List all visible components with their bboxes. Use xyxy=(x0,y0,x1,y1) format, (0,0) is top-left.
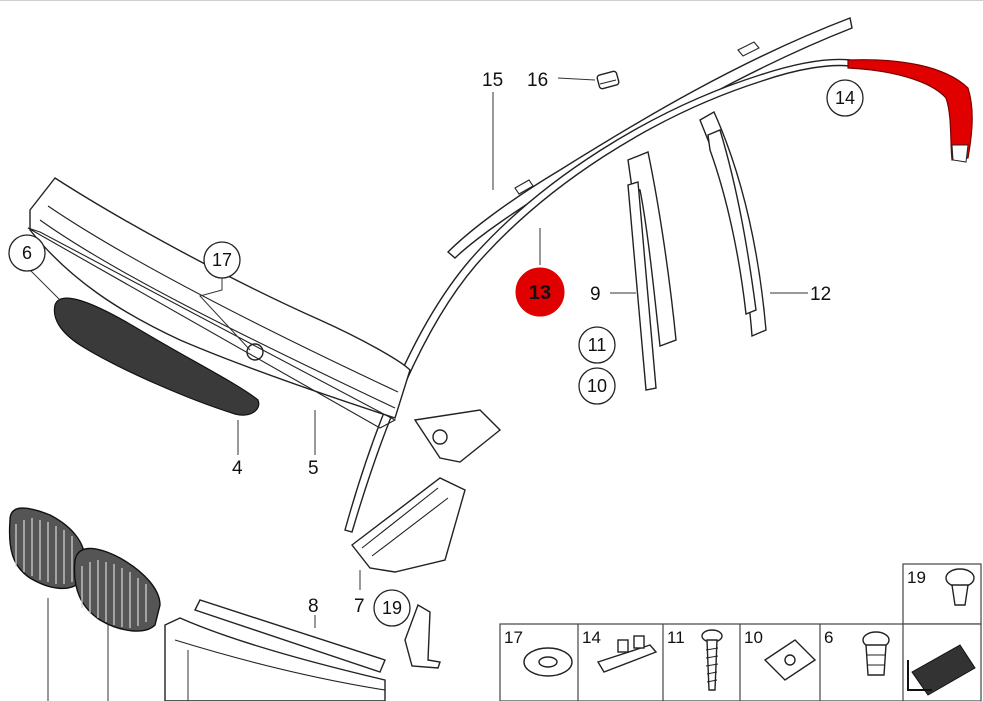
legend-box-19[interactable]: 19 xyxy=(902,563,982,625)
pillar-trim-12[interactable] xyxy=(699,111,767,338)
highlighted-trim-end-14[interactable] xyxy=(847,59,973,163)
callout-13-highlighted[interactable]: 13 xyxy=(515,267,565,317)
callout-10-text: 10 xyxy=(587,376,607,396)
cowl-panel-5[interactable] xyxy=(27,177,411,429)
kidney-grille-right[interactable] xyxy=(73,547,161,632)
direction-arrow-box xyxy=(907,644,976,696)
legend-6-text: 6 xyxy=(824,628,833,647)
callout-6-text: 6 xyxy=(22,243,32,263)
kidney-grille-left[interactable] xyxy=(8,507,86,589)
legend-10-text: 10 xyxy=(744,628,763,647)
water-deflector-7[interactable] xyxy=(351,477,466,573)
label-7: 7 xyxy=(354,596,365,617)
label-4: 4 xyxy=(232,458,243,479)
callout-19-text: 19 xyxy=(382,598,402,618)
callout-17-text: 17 xyxy=(212,250,232,270)
label-9: 9 xyxy=(590,284,601,305)
trim-strip-8[interactable] xyxy=(164,599,386,701)
label-15: 15 xyxy=(482,70,503,91)
cowl-end-bracket[interactable] xyxy=(413,409,502,463)
b-pillar-trim-9[interactable] xyxy=(627,151,677,391)
legend-box-11[interactable]: 11 xyxy=(667,628,723,691)
legend-box-6[interactable]: 6 xyxy=(824,628,890,676)
legend-14-text: 14 xyxy=(582,628,601,647)
legend-19-text: 19 xyxy=(907,568,926,587)
callout-14[interactable]: 14 xyxy=(826,79,864,117)
leader-lines xyxy=(29,77,808,628)
callout-10[interactable]: 10 xyxy=(578,367,616,405)
clip-16[interactable] xyxy=(596,70,620,90)
arrow-icon xyxy=(911,644,976,696)
label-12: 12 xyxy=(810,284,831,305)
label-5: 5 xyxy=(308,458,319,479)
callout-11[interactable]: 11 xyxy=(578,326,616,364)
callout-6[interactable]: 6 xyxy=(8,234,46,272)
callout-14-text: 14 xyxy=(835,88,855,108)
grille-insert-4[interactable] xyxy=(53,297,260,416)
highlight-dot xyxy=(515,267,565,317)
fastener-legend-row xyxy=(499,623,982,701)
legend-box-17[interactable]: 17 xyxy=(504,628,573,677)
top-divider xyxy=(0,0,983,1)
legend-box-10[interactable]: 10 xyxy=(744,628,817,681)
legend-17-text: 17 xyxy=(504,628,523,647)
legend-box-14[interactable]: 14 xyxy=(582,628,658,673)
label-8: 8 xyxy=(308,596,319,617)
callout-11-text: 11 xyxy=(588,335,607,355)
small-bracket-19[interactable] xyxy=(404,603,441,669)
label-16: 16 xyxy=(527,70,548,91)
callout-17[interactable]: 17 xyxy=(203,241,241,279)
legend-11-text: 11 xyxy=(667,628,685,647)
callout-13-text: 13 xyxy=(529,282,551,304)
bottom-left-leaders xyxy=(47,598,189,701)
callout-19[interactable]: 19 xyxy=(373,589,411,627)
